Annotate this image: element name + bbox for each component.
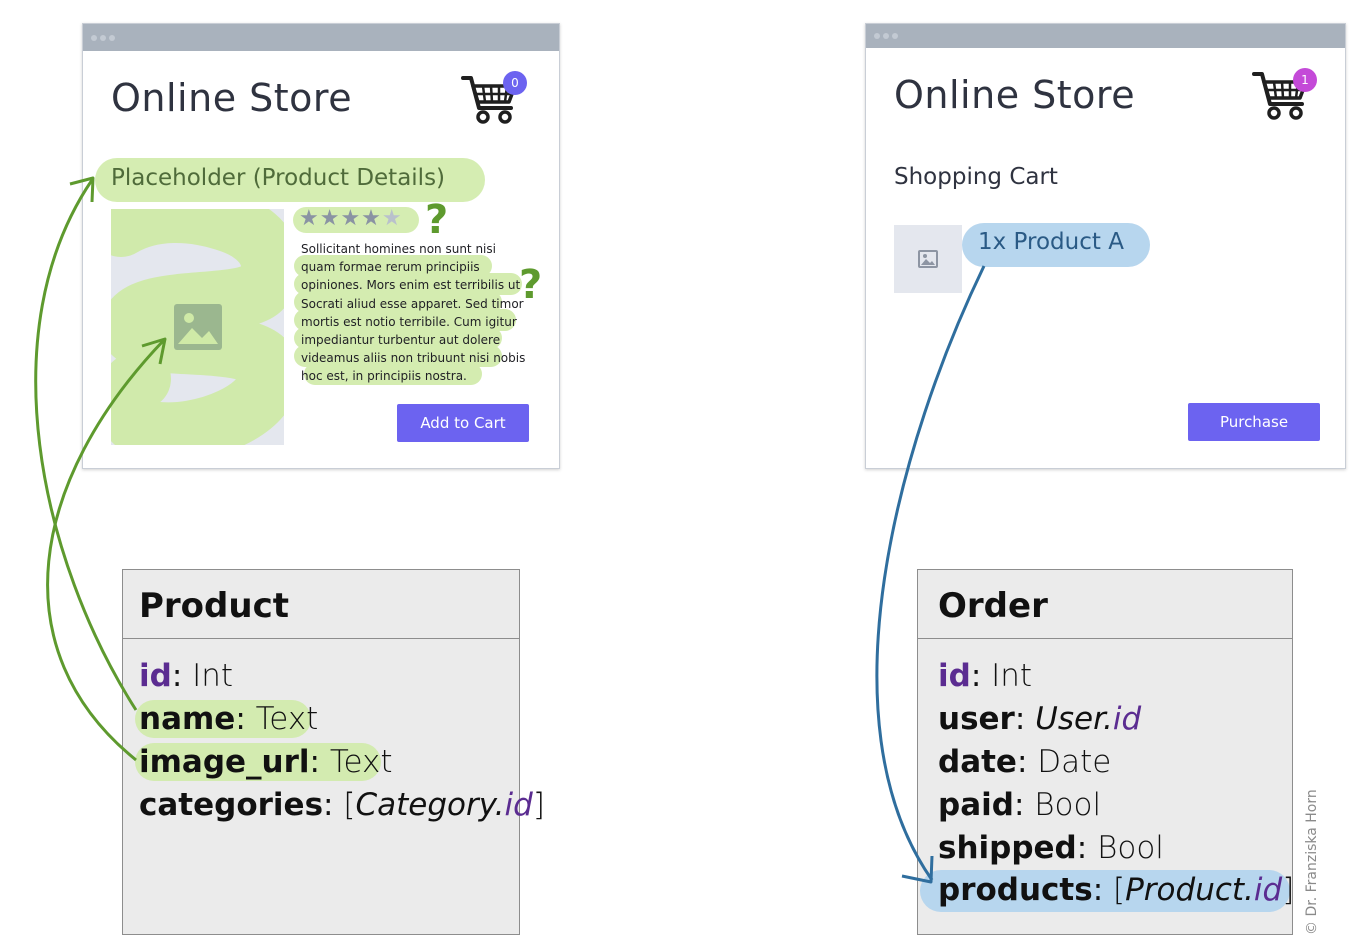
model-header: Order	[918, 570, 1292, 639]
store-title: Online Store	[111, 76, 353, 120]
field-row: shipped: Bool	[938, 830, 1164, 866]
image-url-to-image-arrow	[46, 338, 166, 762]
cart-count-badge: 1	[1293, 68, 1317, 92]
star-icon: ★	[381, 206, 403, 231]
shopping-cart-icon[interactable]	[461, 72, 521, 126]
field-highlight	[135, 743, 381, 781]
store-title: Online Store	[894, 73, 1136, 117]
window-dot	[874, 33, 880, 39]
field-row: image_url: Text	[139, 744, 393, 780]
description-highlight	[294, 255, 522, 385]
model-title: Order	[938, 586, 1048, 626]
field-highlight	[920, 870, 1290, 912]
rating-highlight	[293, 207, 419, 233]
product-description: Sollicitant homines non sunt nisi quam f…	[301, 242, 526, 384]
cart-item-to-products-arrow	[875, 265, 986, 881]
model-title: Product	[139, 586, 289, 626]
arrowhead	[69, 176, 95, 203]
field-row: id: Int	[938, 658, 1033, 694]
field-row: id: Int	[139, 658, 234, 694]
copyright-credit: © Dr. Franziska Horn	[1304, 789, 1320, 935]
question-mark: ?	[519, 262, 543, 308]
image-icon	[174, 304, 222, 350]
field-row: paid: Bool	[938, 787, 1102, 823]
field-row: user: User.id	[938, 701, 1142, 737]
right-browser-window: Online Store 1 Shopping Cart 1x Product …	[865, 23, 1346, 469]
cart-count-badge: 0	[503, 71, 527, 95]
model-header: Product	[123, 570, 519, 639]
left-browser-window: Online Store 0 Placeholder (Product Deta…	[82, 23, 560, 469]
cart-item-highlight	[962, 223, 1150, 267]
window-dot	[892, 33, 898, 39]
order-model-box: Order id: Int user: User.id date: Date p…	[917, 569, 1295, 935]
name-to-label-arrow	[34, 179, 138, 711]
placeholder-label: Placeholder (Product Details)	[111, 165, 446, 191]
field-row: name: Text	[139, 701, 319, 737]
arrowhead	[901, 855, 934, 884]
product-model-box: Product id: Int name: Text image_url: Te…	[122, 569, 545, 935]
field-row: products: [Product.id]	[938, 872, 1295, 908]
shopping-cart-heading: Shopping Cart	[894, 164, 1058, 190]
window-titlebar	[83, 24, 559, 51]
cart-item-label: 1x Product A	[978, 229, 1124, 255]
window-dot	[100, 35, 106, 41]
question-mark: ?	[425, 197, 449, 243]
arrowhead	[141, 337, 167, 365]
star-rating: ★★★★★	[299, 206, 403, 231]
image-scribble-highlight	[111, 209, 284, 445]
window-dot	[109, 35, 115, 41]
field-row: date: Date	[938, 744, 1112, 780]
cart-item-thumbnail	[894, 225, 962, 293]
star-icon: ★★★★	[299, 206, 382, 231]
window-titlebar	[866, 24, 1345, 48]
purchase-button[interactable]: Purchase	[1188, 403, 1320, 441]
placeholder-highlight	[95, 158, 485, 202]
image-icon	[918, 250, 938, 268]
window-dot	[91, 35, 97, 41]
field-row: categories: [Category.id]	[139, 787, 545, 823]
shopping-cart-icon[interactable]	[1252, 68, 1312, 122]
add-to-cart-button[interactable]: Add to Cart	[397, 404, 529, 442]
window-dot	[883, 33, 889, 39]
field-highlight	[135, 700, 311, 738]
